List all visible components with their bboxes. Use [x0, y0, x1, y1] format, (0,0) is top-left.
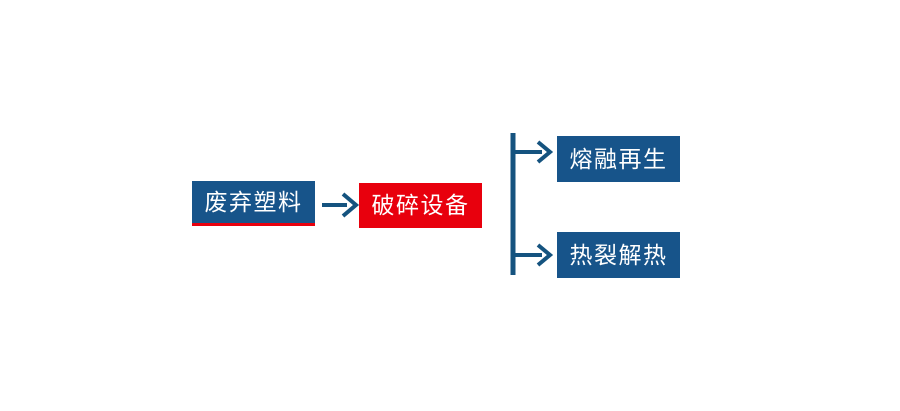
branch-arrow-right-icon	[506, 128, 564, 280]
flow-node-process-label: 破碎设备	[371, 192, 470, 218]
flow-node-process: 破碎设备	[359, 183, 482, 228]
flow-node-source-label: 废弃塑料	[204, 188, 303, 215]
arrow-right-icon	[320, 190, 362, 220]
flow-node-output-2-label: 热裂解热	[569, 241, 668, 268]
flow-node-source: 废弃塑料	[192, 181, 315, 226]
flow-node-output-2: 热裂解热	[557, 232, 680, 278]
flow-node-output-1-label: 熔融再生	[569, 145, 668, 172]
flow-node-output-1: 熔融再生	[557, 136, 680, 182]
